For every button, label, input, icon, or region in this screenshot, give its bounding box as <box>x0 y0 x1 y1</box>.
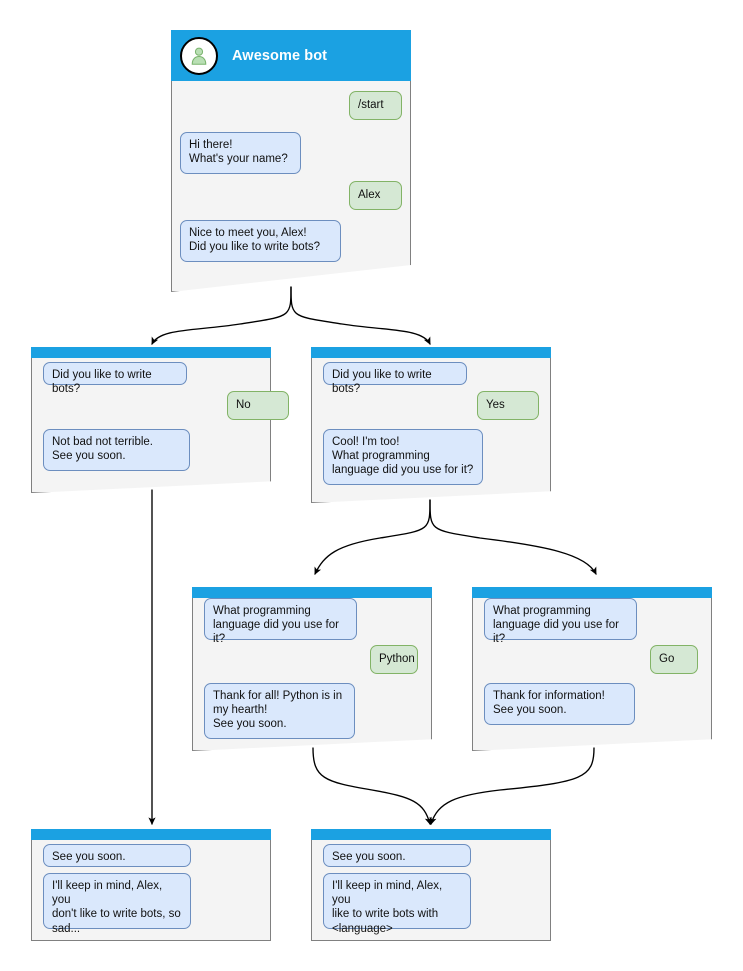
card-end-sad-header-bar <box>31 829 271 840</box>
bubble-outgoing[interactable]: Python <box>370 645 418 674</box>
card-yes-branch-header-bar <box>311 347 551 358</box>
card-end-sad-messages: See you soon. I'll keep in mind, Alex, y… <box>31 829 271 941</box>
bubble-outgoing[interactable]: No <box>227 391 289 420</box>
bubble-incoming: Cool! I'm too! What programming language… <box>323 429 483 485</box>
edge-go-to-end-happy <box>429 747 595 825</box>
card-no-branch-header-bar <box>31 347 271 358</box>
card-yes-branch-messages: Did you like to write bots? Yes Cool! I'… <box>311 347 551 503</box>
card-end-sad[interactable]: See you soon. I'll keep in mind, Alex, y… <box>31 829 271 941</box>
bot-header: Awesome bot <box>180 36 402 76</box>
bubble-incoming: See you soon. <box>323 844 471 867</box>
bubble-outgoing[interactable]: Alex <box>349 181 402 210</box>
edge-root-to-yes <box>290 286 431 345</box>
edge-yes-to-python <box>314 499 431 575</box>
bubble-incoming: Nice to meet you, Alex! Did you like to … <box>180 220 341 262</box>
edge-root-to-no <box>151 286 292 345</box>
bot-name-label: Awesome bot <box>232 48 328 64</box>
bubble-incoming: Hi there! What's your name? <box>180 132 301 174</box>
bubble-incoming: Did you like to write bots? <box>43 362 187 395</box>
card-yes-branch[interactable]: Did you like to write bots? Yes Cool! I'… <box>311 347 551 503</box>
bubble-incoming: Thank for all! Python is in my hearth! S… <box>204 683 355 739</box>
bubble-incoming: I'll keep in mind, Alex, you like to wri… <box>323 873 471 935</box>
bubble-incoming: Thank for information! See you soon. <box>484 683 635 725</box>
card-no-branch[interactable]: Did you like to write bots? No Not bad n… <box>31 347 289 493</box>
card-end-happy-messages: See you soon. I'll keep in mind, Alex, y… <box>311 829 551 941</box>
card-end-happy[interactable]: See you soon. I'll keep in mind, Alex, y… <box>311 829 551 941</box>
bubble-incoming: See you soon. <box>43 844 191 867</box>
bubble-outgoing[interactable]: /start <box>349 91 402 120</box>
edge-python-to-end-happy <box>312 747 432 825</box>
card-root-messages: /start Hi there! What's your name? Alex … <box>171 30 411 292</box>
edge-yes-to-go <box>429 499 597 575</box>
card-python-branch[interactable]: What programming language did you use fo… <box>192 587 432 751</box>
bubble-incoming: I'll keep in mind, Alex, you don't like … <box>43 873 191 935</box>
bubble-incoming: Did you like to write bots? <box>323 362 467 395</box>
bubble-outgoing[interactable]: Yes <box>477 391 539 420</box>
card-python-branch-messages: What programming language did you use fo… <box>192 587 432 751</box>
card-no-branch-messages: Did you like to write bots? No Not bad n… <box>31 347 289 493</box>
user-avatar-icon <box>180 37 218 75</box>
card-root[interactable]: Awesome bot /start Hi there! What's your… <box>171 30 411 292</box>
card-go-branch[interactable]: What programming language did you use fo… <box>472 587 712 751</box>
bubble-incoming: What programming language did you use fo… <box>484 598 637 645</box>
card-end-happy-header-bar <box>311 829 551 840</box>
bubble-incoming: Not bad not terrible. See you soon. <box>43 429 190 471</box>
card-go-branch-messages: What programming language did you use fo… <box>472 587 712 751</box>
bubble-incoming: What programming language did you use fo… <box>204 598 357 645</box>
card-go-branch-header-bar <box>472 587 712 598</box>
card-python-branch-header-bar <box>192 587 432 598</box>
bubble-outgoing[interactable]: Go <box>650 645 698 674</box>
